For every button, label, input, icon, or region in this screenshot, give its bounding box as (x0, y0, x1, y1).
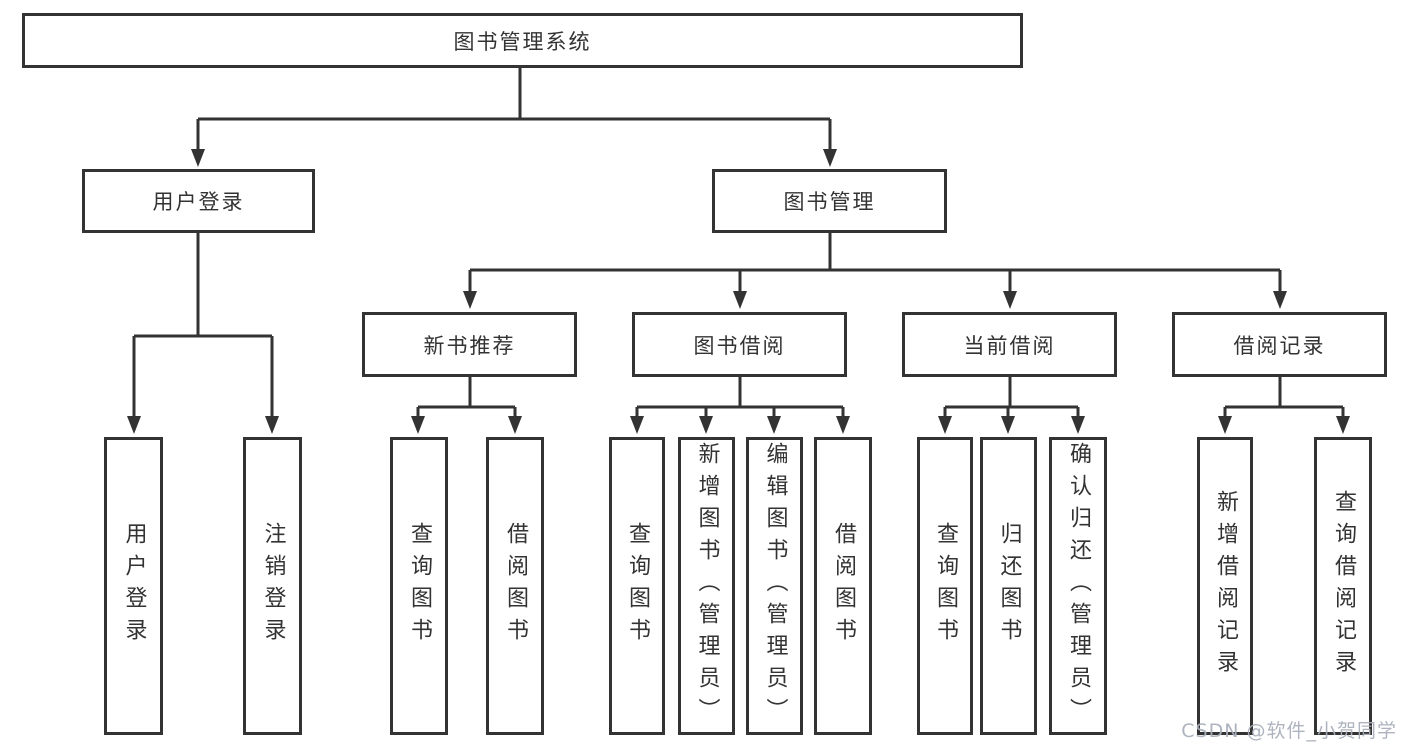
node-user-login: 用户登录 (82, 169, 315, 233)
leaf-recommend-borrow-books: 借阅图书 (486, 437, 544, 735)
node-book-borrow: 图书借阅 (632, 312, 847, 377)
leaf-current-confirm-return-admin: 确认归还（管理员） (1049, 437, 1107, 735)
leaf-current-query-books: 查询图书 (917, 437, 973, 735)
node-current-borrow: 当前借阅 (902, 312, 1117, 377)
leaf-records-add-borrow-record: 新增借阅记录 (1197, 437, 1253, 735)
node-library-management-system: 图书管理系统 (22, 13, 1023, 68)
node-new-book-recommend: 新书推荐 (362, 312, 577, 377)
csdn-watermark: CSDN @软件_小贺同学 (1181, 720, 1397, 742)
leaf-borrow-edit-books-admin: 编辑图书（管理员） (746, 437, 803, 735)
leaf-borrow-borrow-books: 借阅图书 (814, 437, 872, 735)
leaf-borrow-query-books: 查询图书 (609, 437, 665, 735)
node-borrow-records: 借阅记录 (1172, 312, 1387, 377)
leaf-user-login: 用户登录 (104, 437, 163, 735)
leaf-recommend-query-books: 查询图书 (390, 437, 448, 735)
leaf-records-query-borrow-record: 查询借阅记录 (1314, 437, 1372, 735)
leaf-current-return-books: 归还图书 (980, 437, 1037, 735)
node-book-management: 图书管理 (712, 169, 947, 233)
leaf-logout: 注销登录 (243, 437, 302, 735)
leaf-borrow-add-books-admin: 新增图书（管理员） (678, 437, 735, 735)
